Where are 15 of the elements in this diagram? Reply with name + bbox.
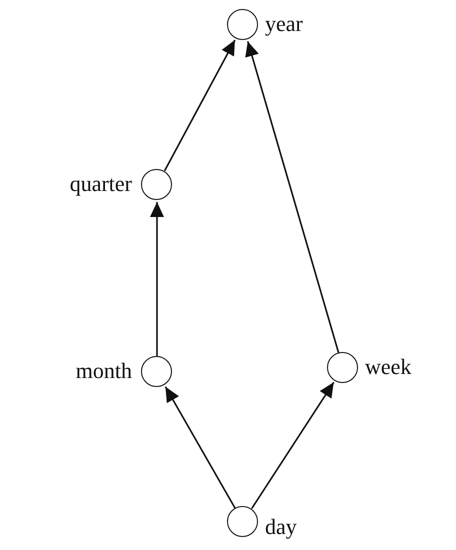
- arrow: [164, 40, 236, 172]
- node-circle: [327, 352, 358, 383]
- node-label: month: [76, 360, 132, 382]
- node-label: day: [265, 516, 297, 538]
- node-circle: [141, 169, 172, 200]
- node-circle: [141, 356, 172, 387]
- node-circle: [227, 506, 258, 537]
- node-label: quarter: [70, 173, 132, 195]
- arrow: [150, 202, 164, 356]
- node-circle: [227, 9, 258, 40]
- node-label: week: [365, 356, 412, 378]
- arrow: [164, 386, 236, 509]
- node-label: year: [265, 13, 303, 35]
- arrow: [251, 382, 334, 510]
- arrow: [245, 41, 340, 353]
